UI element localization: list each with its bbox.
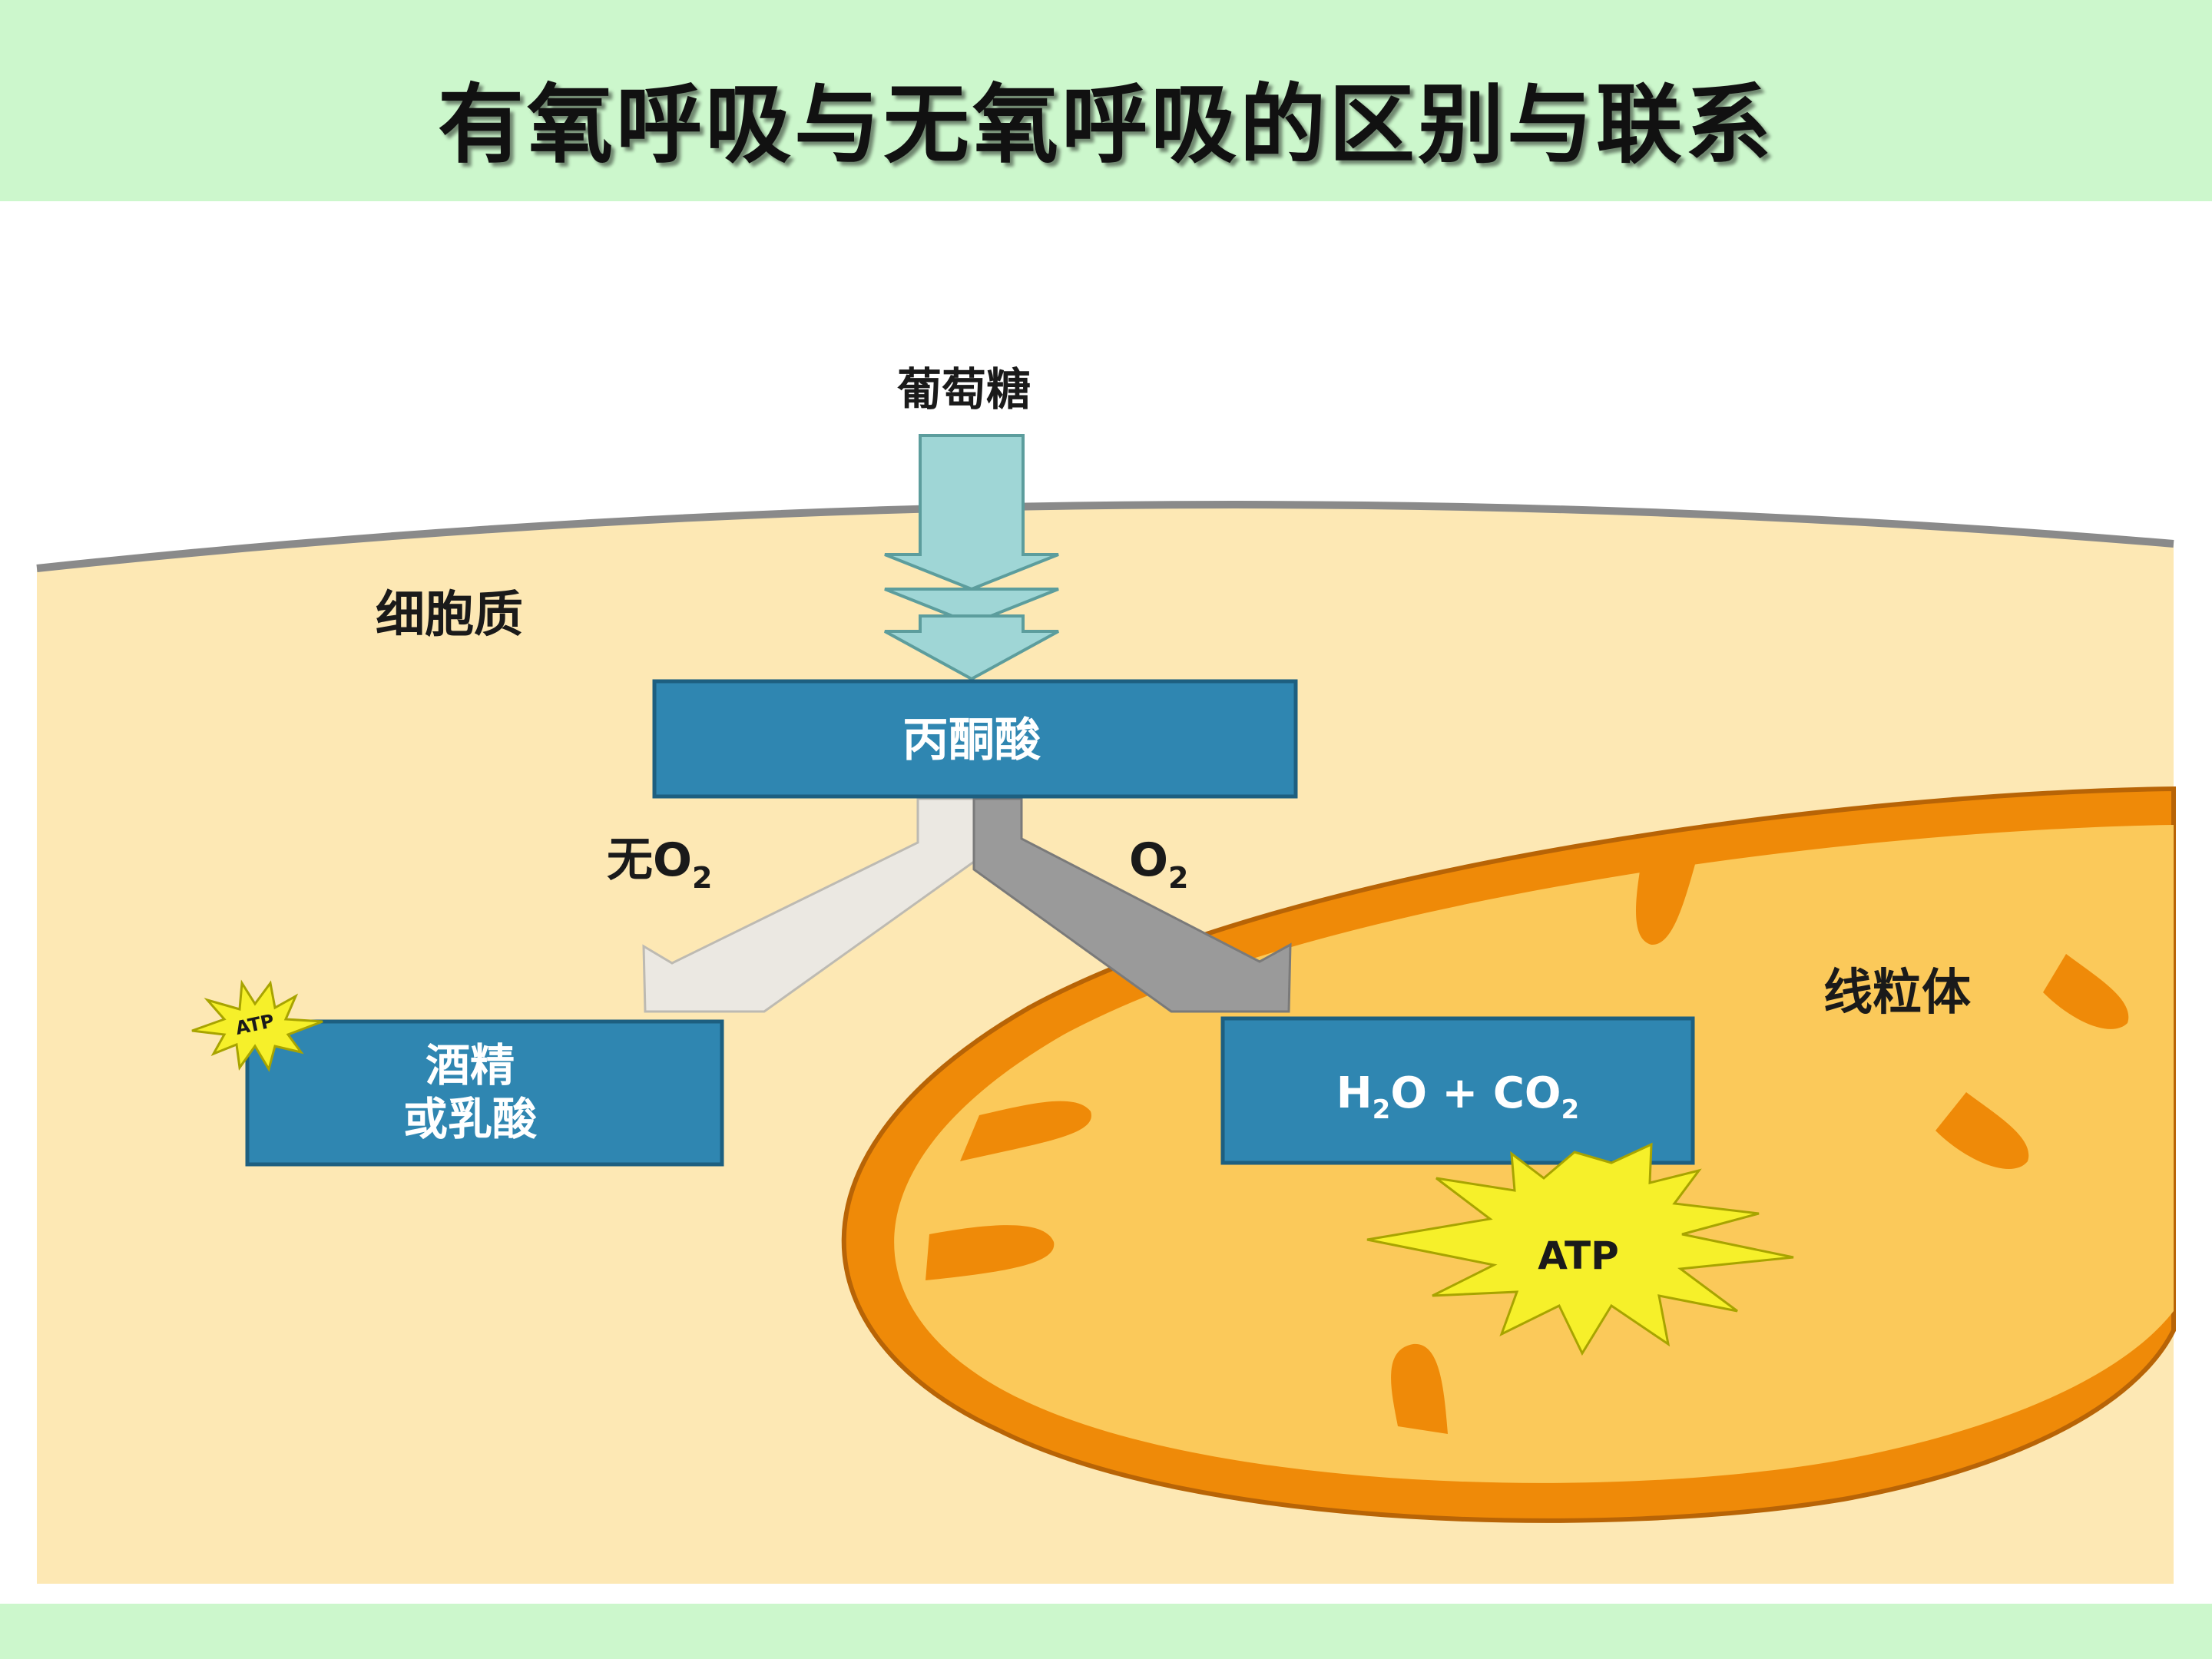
- respiration-diagram: 葡萄糖 细胞质 丙酮酸 无O2 O2 线粒体 酒精 或乳酸 H2O + CO2 …: [36, 363, 2176, 1584]
- glucose-arrow: [884, 434, 1059, 681]
- alcohol-line2: 或乳酸: [403, 1093, 538, 1145]
- pyruvate-box: [652, 679, 1298, 799]
- page-title: 有氧呼吸与无氧呼吸的区别与联系: [438, 75, 1774, 175]
- footer-bar: [0, 1604, 2212, 1659]
- crista-fold: [1391, 1343, 1448, 1434]
- no-o2-subscript: 2: [692, 861, 712, 895]
- water-co2-box: [1220, 1016, 1695, 1165]
- no-o2-o: O: [653, 833, 692, 887]
- crista-fold: [2043, 954, 2129, 1029]
- co2-subscript: 2: [1561, 1094, 1580, 1125]
- crista-fold: [1636, 843, 1701, 945]
- cell-membrane: [36, 501, 2174, 572]
- alcohol-line1: 酒精: [426, 1039, 515, 1091]
- atp-large-label: ATP: [1538, 1233, 1619, 1278]
- water-co2-label: H2O + CO2: [1336, 1068, 1579, 1125]
- crista-fold: [960, 1101, 1091, 1161]
- atp-star-large: [1366, 1142, 1794, 1356]
- diagram-area: 葡萄糖 细胞质 丙酮酸 无O2 O2 线粒体 酒精 或乳酸 H2O + CO2 …: [0, 201, 2212, 1604]
- crista-fold: [1936, 1092, 2029, 1170]
- cytoplasm-label: 细胞质: [376, 587, 523, 644]
- no-o2-prefix: 无: [607, 833, 653, 887]
- h2-subscript: 2: [1373, 1094, 1391, 1125]
- crista-fold: [926, 1225, 1055, 1280]
- no-o2-label: 无O2: [607, 833, 712, 895]
- o2-subscript: 2: [1168, 861, 1188, 895]
- atp-star-small: [191, 979, 323, 1072]
- pyruvate-label: 丙酮酸: [902, 714, 1041, 767]
- h-letter: H: [1336, 1068, 1373, 1118]
- o-plus-co: O + CO: [1390, 1068, 1561, 1118]
- header-bar: 有氧呼吸与无氧呼吸的区别与联系: [0, 0, 2212, 201]
- o2-label: O2: [1129, 833, 1188, 895]
- alcohol-lactate-box: [245, 1019, 724, 1167]
- aerobic-arrow: [972, 797, 1292, 1013]
- mitochondria-label: 线粒体: [1823, 965, 1971, 1022]
- glucose-label: 葡萄糖: [897, 363, 1031, 416]
- o2-o: O: [1129, 833, 1168, 887]
